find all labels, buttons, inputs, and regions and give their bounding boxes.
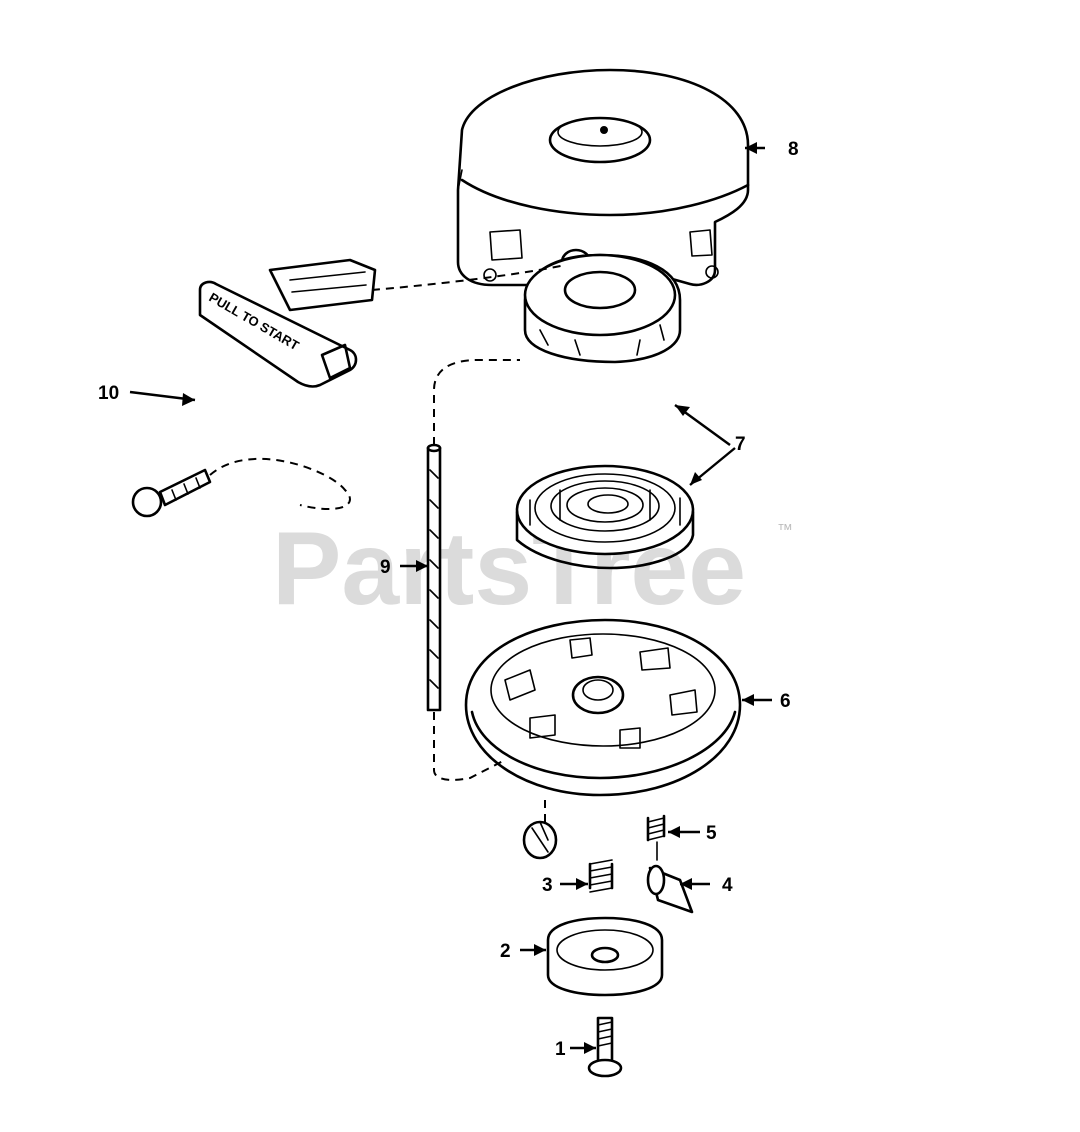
- callout-9[interactable]: 9: [380, 557, 391, 578]
- part-9-starter-rope[interactable]: [426, 443, 442, 712]
- part-2-retainer-cup[interactable]: [546, 916, 664, 997]
- rope-knot-insert[interactable]: [131, 468, 212, 518]
- rope-path-rope-bottom: [433, 712, 506, 781]
- rope-path-rope-top: [433, 359, 520, 445]
- callout-7[interactable]: 7: [735, 434, 746, 455]
- callout-10[interactable]: 10: [98, 383, 119, 404]
- rope-path-handle-to-housing: [371, 264, 566, 291]
- part-6-pulley[interactable]: [464, 618, 742, 797]
- part-10-pull-handle[interactable]: PULL TO START: [198, 258, 377, 388]
- part-5-small-spring[interactable]: [646, 814, 666, 842]
- callout-6[interactable]: 6: [780, 691, 791, 712]
- callout-2[interactable]: 2: [500, 941, 511, 962]
- callout-1[interactable]: 1: [555, 1039, 566, 1060]
- callout-3[interactable]: 3: [542, 875, 553, 896]
- callout-arrows: [129, 142, 772, 1054]
- pawl-knob[interactable]: [522, 820, 558, 860]
- watermark-trademark: ™: [777, 522, 793, 539]
- part-4-pawl[interactable]: [646, 864, 694, 914]
- callout-8[interactable]: 8: [788, 139, 799, 160]
- part-7-spring-cover[interactable]: [523, 253, 682, 364]
- callout-5[interactable]: 5: [706, 823, 717, 844]
- rope-path-knot-to-handle: [209, 457, 351, 511]
- part-1-screw[interactable]: [587, 1016, 623, 1078]
- part-7-rewind-spring[interactable]: [515, 464, 695, 570]
- part-3-spring[interactable]: [588, 859, 614, 893]
- callout-4[interactable]: 4: [722, 875, 733, 896]
